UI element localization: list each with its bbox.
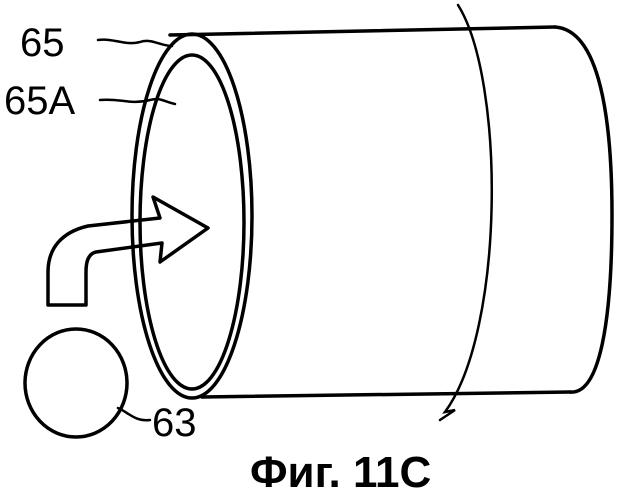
sleeve-outer-rim [132,34,252,398]
cylinder-bottom-edge [202,392,570,397]
label-sleeve: 65 [20,21,65,65]
figure-caption: Фиг. 11C [250,448,431,497]
inner-layer-rim [140,55,244,389]
roller-circle [25,329,127,437]
cylinder-top-edge [170,27,555,35]
label-roller: 63 [152,401,197,445]
leader-inner-layer [100,99,175,104]
circumferential-line [440,5,492,420]
cylinder-right-end [555,27,612,392]
leader-sleeve [98,40,172,46]
leader-roller [118,408,150,420]
insertion-arrow [48,197,208,305]
label-inner-layer: 65A [4,79,75,123]
